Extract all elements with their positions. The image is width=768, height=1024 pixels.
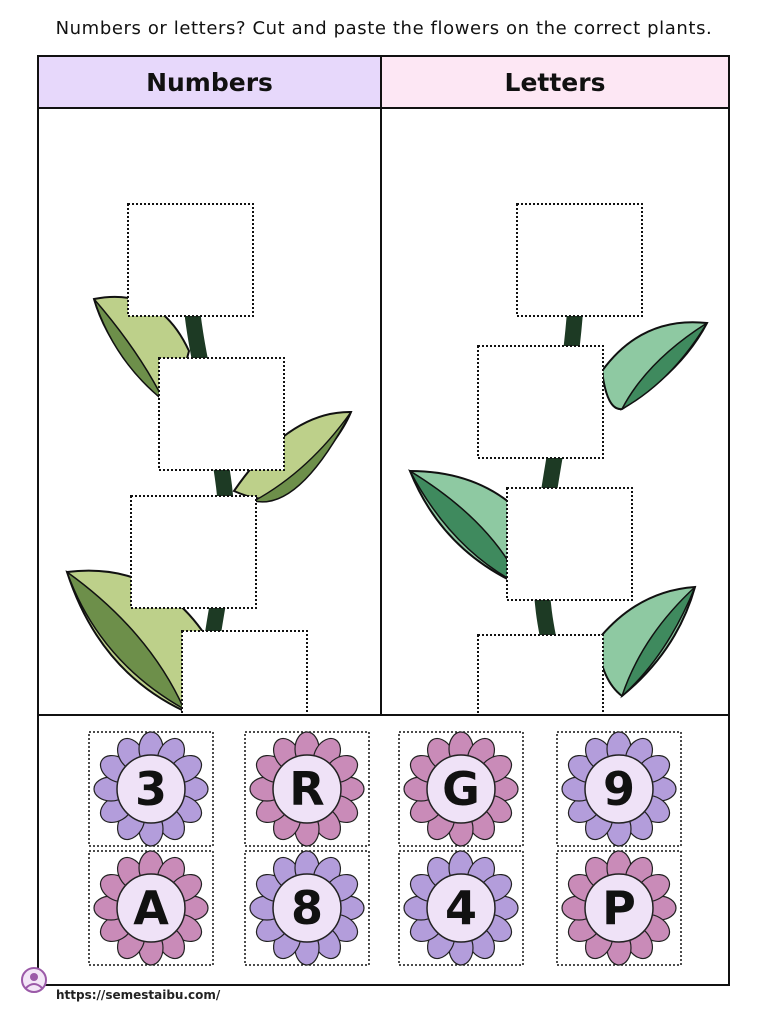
footer: https://semestaibu.com/ [20,962,220,1002]
paste-box[interactable] [158,357,285,471]
flower-card[interactable]: P [556,850,682,966]
flower-center [272,754,342,824]
column-divider [380,109,382,714]
flower-center [584,873,654,943]
paste-box[interactable] [506,487,633,601]
flower-label: 4 [445,881,477,935]
paste-box[interactable] [516,203,643,317]
flower-label: R [289,762,324,816]
flower-center [272,873,342,943]
paste-box[interactable] [477,345,604,459]
flower-label: 8 [291,881,323,935]
flower-center [116,873,186,943]
instruction-text: Numbers or letters? Cut and paste the fl… [55,18,713,39]
worksheet: Numbers Letters [37,55,730,986]
flower-card[interactable]: 3 [88,731,214,847]
paste-box[interactable] [181,630,308,714]
flower-card[interactable]: 8 [244,850,370,966]
section-divider [39,714,728,716]
flower-center [426,754,496,824]
leaf [595,585,697,699]
flower-center [584,754,654,824]
paste-box[interactable] [127,203,254,317]
numbers-header: Numbers [39,57,382,109]
flower-card[interactable]: 4 [398,850,524,966]
paste-box[interactable] [477,634,604,714]
flower-label: P [602,881,636,935]
flower-label: 9 [603,762,635,816]
flower-label: 3 [135,762,167,816]
site-logo [21,967,47,993]
flower-label: G [442,762,480,816]
flower-card[interactable]: 9 [556,731,682,847]
flower-card[interactable]: R [244,731,370,847]
numbers-plant [65,203,353,714]
footer-url[interactable]: https://semestaibu.com/ [56,988,221,1002]
flower-center [116,754,186,824]
leaf [600,321,709,411]
letters-header: Letters [382,57,728,109]
flower-cards: 3 R G 9A 8 4 P [88,731,682,966]
letters-plant [408,203,709,714]
flower-center [426,873,496,943]
paste-box[interactable] [130,495,257,609]
flower-card[interactable]: A [88,850,214,966]
flower-label: A [133,881,169,935]
flower-card[interactable]: G [398,731,524,847]
